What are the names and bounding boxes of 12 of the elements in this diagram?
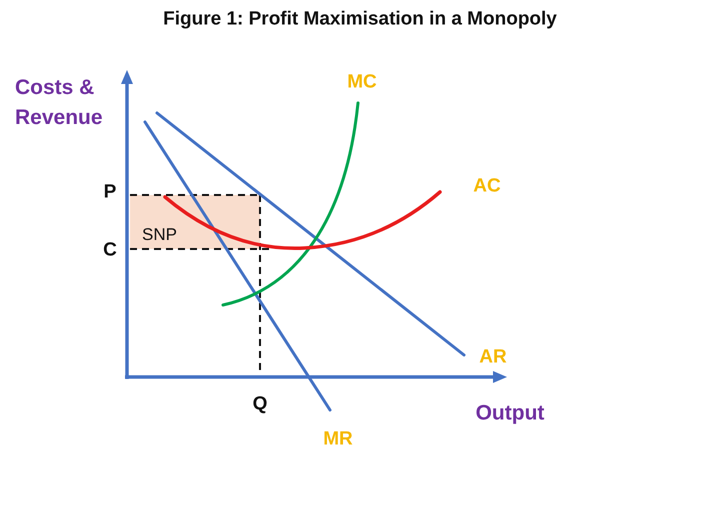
- axis-label: P: [104, 182, 116, 204]
- axis-title: Output: [476, 401, 544, 425]
- chart-title: Figure 1: Profit Maximisation in a Monopoly: [163, 10, 557, 30]
- axis-label: Q: [252, 394, 268, 416]
- axis-title: Costs & Revenue: [15, 75, 104, 131]
- curve-label: AC: [473, 176, 501, 198]
- axis-label: C: [103, 240, 117, 262]
- curve-label: MR: [323, 430, 353, 450]
- curve-label: AR: [479, 348, 507, 368]
- curve-label: MC: [347, 72, 377, 94]
- shaded-profit-area: [130, 195, 260, 249]
- area-label: SNP: [142, 226, 177, 244]
